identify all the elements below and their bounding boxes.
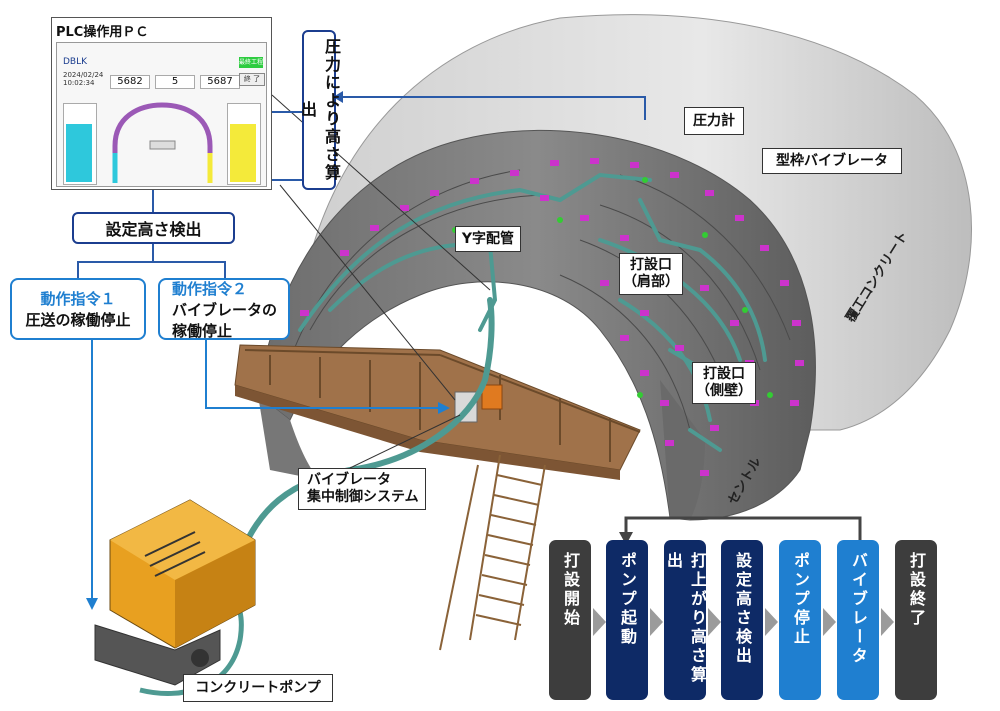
pour-port-shoulder-line2: （肩部） [623,274,679,290]
flow-chevron-1 [593,608,606,636]
command-1-body: 圧送の稼働停止 [25,311,131,329]
pour-port-shoulder-label: 打設口 （肩部） [619,253,683,295]
flow-step-6-label: バイブレータ [849,552,868,666]
flow-chevron-2 [650,608,663,636]
screen-header: DBLK [63,57,88,67]
screen-tunnel-section [112,102,213,183]
flow-loop-arrow [619,516,862,545]
screen-right-gauge-fill [230,124,256,182]
flow-step-2: ポンプ起動 [606,540,648,700]
vibrator-control-box-top [481,384,503,410]
flow-step-5-label: ポンプ停止 [791,552,810,647]
flow-step-1: 打設開始 [549,540,591,700]
flow-chevron-6 [881,608,894,636]
flow-step-1-label: 打設開始 [561,552,580,628]
pressure-height-calc-box: 圧力により高さ算出 [298,30,341,190]
form-vibrator-label: 型枠バイブレータ [762,148,902,174]
screen-right-gauge [227,103,261,185]
screen-left-gauge-fill [66,124,92,182]
central-bottom-edge [258,395,320,480]
screen-end-button[interactable]: 終 了 [239,73,265,86]
screen-date: 2024/02/24 [63,71,104,79]
pour-port-side-label: 打設口 （側壁） [692,362,756,404]
concrete-pump [94,499,256,686]
vibrator-control-system-line1: バイブレータ [307,472,391,488]
command-arrows [77,190,450,610]
access-stairs [439,454,546,651]
screen-value-1: 5682 [110,75,150,89]
pressure-gauge-label: 圧力計 [684,107,744,135]
piping-network [298,172,767,452]
height-detect-box: 設定高さ検出 [72,212,235,244]
pour-port-shoulder-line1: 打設口 [630,257,672,273]
command-1-title: 動作指令１ [40,290,116,308]
plc-operation-pc: PLC操作用ＰＣ DBLK 2024/02/24 10:02:34 5682 5… [51,17,272,190]
flow-chevron-4 [765,608,778,636]
pc-title: PLC操作用ＰＣ [56,25,149,40]
screen-time: 10:02:34 [63,79,95,87]
flow-step-6: バイブレータ [837,540,879,700]
flow-step-4-label: 設定高さ検出 [733,552,752,666]
flow-step-2-label: ポンプ起動 [618,552,637,647]
pour-port-side-line1: 打設口 [703,366,745,382]
concrete-pump-label: コンクリートポンプ [183,674,333,702]
flow-step-7-label: 打設終了 [907,552,926,628]
screen-value-3: 5687 [200,75,240,89]
vibrator-control-system-label: バイブレータ 集中制御システム [298,468,426,510]
screen-status-button[interactable]: 最終工程 [239,57,264,68]
screen-left-gauge [63,103,97,185]
pc-screen: DBLK 2024/02/24 10:02:34 5682 5 5687 最終工… [56,42,267,187]
flow-step-5: ポンプ停止 [779,540,821,700]
flow-step-7: 打設終了 [895,540,937,700]
flow-step-3-label: 打上がり高さ算出 [664,552,707,685]
pour-port-side-line2: （側壁） [696,383,752,399]
concrete-delivery-hose [227,297,495,593]
command-2-box: 動作指令２ バイブレータの 稼働停止 [158,278,290,340]
flow-step-3: 打上がり高さ算出 [664,540,707,700]
command-2-title: 動作指令２ [172,279,248,298]
flow-step-4: 設定高さ検出 [721,540,763,700]
central-right-edge [660,380,705,520]
command-1-box: 動作指令１ 圧送の稼働停止 [10,278,146,340]
flow-chevron-5 [823,608,836,636]
flow-chevron-3 [708,608,721,636]
command-2-body-1: バイブレータの [172,300,278,319]
command-2-body-2: 稼働停止 [172,321,233,340]
vibrator-control-system-line2: 集中制御システム [307,489,419,505]
screen-value-2: 5 [155,75,195,89]
y-pipe-label: Y字配管 [455,226,521,252]
formwork-panel-lines [289,169,791,431]
